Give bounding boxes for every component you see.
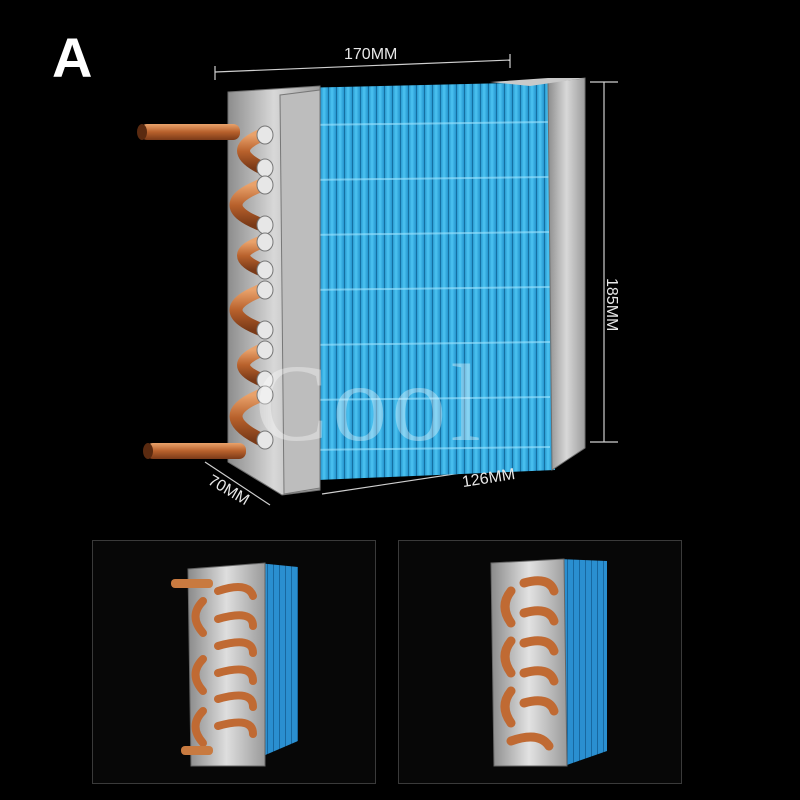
outlet-pipe-opening	[143, 443, 153, 459]
left-view-photo	[171, 562, 298, 767]
left-plate-flange	[279, 89, 321, 495]
inlet-pipe-opening	[137, 124, 147, 140]
dimension-height-label: 185MM	[603, 278, 620, 332]
watermark: Cool	[255, 342, 485, 464]
view-label: A	[52, 26, 93, 89]
thumbnail-right-view	[398, 540, 682, 784]
right-end-plate	[547, 77, 586, 471]
dimension-top-label: 170MM	[344, 46, 398, 63]
outlet-pipe	[146, 443, 246, 459]
fin-tube-highlights	[304, 121, 551, 451]
copper-return-bends	[229, 128, 269, 447]
right-plate-top	[490, 78, 585, 86]
tube-collars	[256, 125, 274, 450]
right-view-photo	[490, 558, 607, 767]
main-product-photo	[137, 54, 618, 506]
thumbnail-left-view	[92, 540, 376, 784]
fin-block	[295, 82, 555, 480]
inlet-pipe	[140, 124, 240, 140]
